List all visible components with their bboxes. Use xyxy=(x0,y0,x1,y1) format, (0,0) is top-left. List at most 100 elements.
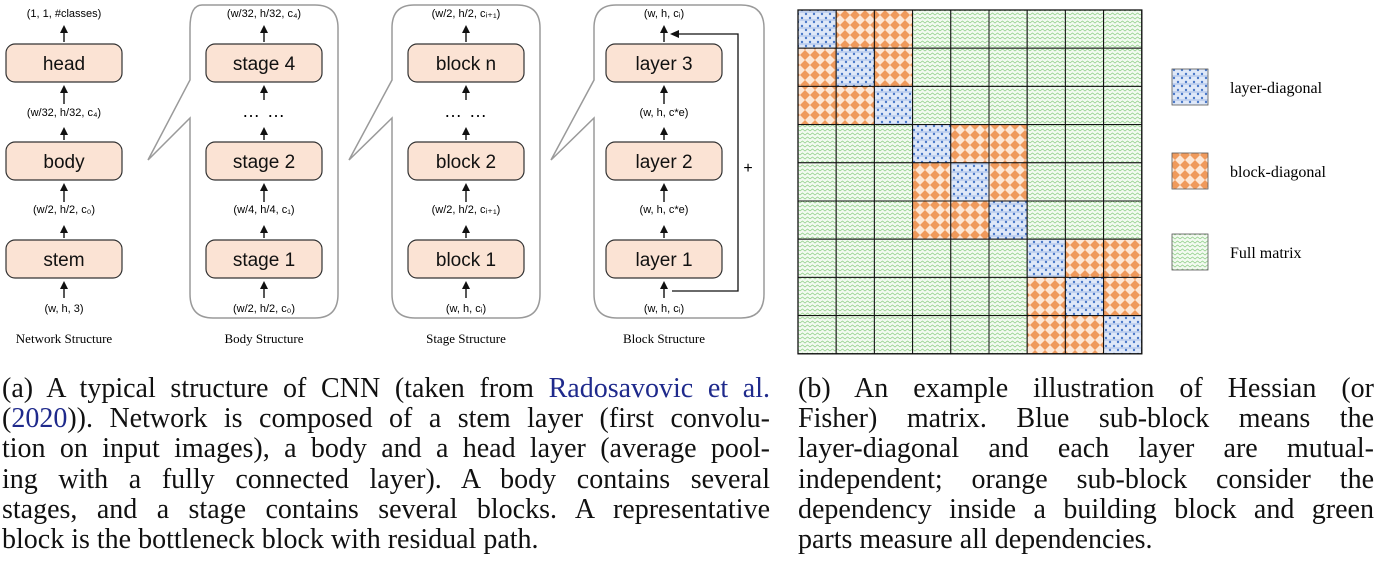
matrix-cell-full xyxy=(835,276,875,317)
matrix-cell-full xyxy=(873,200,914,240)
intermediate-dims: (w/2, h/2, c₀) xyxy=(33,204,95,216)
matrix-cell-full xyxy=(835,315,875,355)
residual-path: + xyxy=(670,30,753,292)
block-layer-1: layer 1 xyxy=(605,239,723,279)
column-title: Stage Structure xyxy=(426,331,506,346)
matrix-cell-layer xyxy=(1026,238,1066,278)
caption-a-line: (a) A typical structure of CNN (taken fr… xyxy=(2,373,770,404)
matrix-cell-full xyxy=(912,276,952,317)
block-label: stem xyxy=(43,250,84,271)
residual-arrowhead xyxy=(670,30,679,38)
callout-block xyxy=(550,4,765,319)
residual-line xyxy=(672,33,739,292)
matrix-cell-full xyxy=(797,238,837,278)
block-block-2: block 2 xyxy=(407,141,525,181)
matrix-cell-full xyxy=(873,238,914,278)
matrix-cell-block xyxy=(1103,276,1143,317)
matrix-cell-block xyxy=(950,200,990,240)
matrix-cell-block xyxy=(988,124,1028,164)
matrix-cell-full xyxy=(797,315,837,355)
block-box xyxy=(407,239,525,279)
matrix-cell-block xyxy=(1026,276,1066,317)
matrix-cell-block xyxy=(797,47,837,87)
matrix-cell-full xyxy=(1064,200,1105,240)
block-stage-1: stage 1 xyxy=(205,239,323,279)
matrix-cell-block xyxy=(1064,315,1105,355)
matrix-cell-full xyxy=(1064,162,1105,202)
matrix-cell-full xyxy=(988,85,1028,126)
matrix-border xyxy=(797,9,1143,355)
matrix-cell-full xyxy=(1103,85,1143,126)
column-block: layer 1 layer 2 layer 3 (w, h, cᵢ) (w, h, c*… xyxy=(605,8,723,346)
caption-text: )). Network is composed of a stem layer … xyxy=(67,403,770,435)
matrix-cell-block xyxy=(950,124,990,164)
legend-swatch-full xyxy=(1171,233,1209,271)
matrix-cell-full xyxy=(988,238,1028,278)
matrix-cell-full xyxy=(873,124,914,164)
block-layer-2: layer 2 xyxy=(605,141,723,181)
block-label: stage 1 xyxy=(233,250,295,271)
matrix-cell-full xyxy=(912,85,952,126)
citation-link[interactable]: Radosavovic et al. xyxy=(548,373,770,404)
block-label: block 1 xyxy=(436,250,496,271)
citation-year-link[interactable]: 2020 xyxy=(11,403,68,435)
intermediate-dims: (w/2, h/2, cᵢ₊₁) xyxy=(432,204,501,216)
ellipsis: … … xyxy=(444,101,488,121)
legend-item-block: block-diagonal xyxy=(1171,152,1327,190)
matrix-cell-full xyxy=(1103,9,1143,49)
matrix-cell-full xyxy=(912,9,952,49)
column-title: Body Structure xyxy=(224,331,303,346)
legend-label: block-diagonal xyxy=(1230,164,1327,181)
matrix-cell-full xyxy=(873,162,914,202)
block-box xyxy=(605,141,723,181)
matrix-cell-layer xyxy=(835,47,875,87)
block-label: layer 2 xyxy=(635,152,692,173)
matrix-cell-layer xyxy=(988,200,1028,240)
matrix-cell-block xyxy=(1026,315,1066,355)
matrix-cell-full xyxy=(950,47,990,87)
matrix-cell-full xyxy=(873,315,914,355)
matrix-cell-block xyxy=(873,9,914,49)
matrix-cell-full xyxy=(797,162,837,202)
caption-a-line: ing with a fully connected layer). A bod… xyxy=(2,463,770,495)
matrix-cell-block xyxy=(797,85,837,126)
matrix-cell-full xyxy=(835,162,875,202)
matrix-cell-full xyxy=(912,315,952,355)
legend-swatch-block xyxy=(1171,152,1209,190)
callout-body xyxy=(147,4,339,319)
matrix-cell-full xyxy=(797,200,837,240)
block-label: layer 3 xyxy=(635,54,692,75)
block-box xyxy=(205,43,323,83)
column-title: Block Structure xyxy=(623,331,705,346)
block-label: block 2 xyxy=(436,152,496,173)
input-dims: (w, h, cᵢ) xyxy=(446,303,486,315)
intermediate-dims: (w, h, c*e) xyxy=(640,204,689,216)
matrix-cell-block xyxy=(912,200,952,240)
caption-a: (a) A typical structure of CNN (taken fr… xyxy=(2,373,770,555)
block-label: stage 4 xyxy=(233,54,296,75)
block-box xyxy=(407,141,525,181)
block-layer-3: layer 3 xyxy=(605,43,723,83)
input-dims: (w/2, h/2, c₀) xyxy=(233,303,295,315)
matrix-cell-full xyxy=(1026,47,1066,87)
matrix-cell-full xyxy=(912,47,952,87)
matrix-cell-full xyxy=(1026,9,1066,49)
matrix-cell-full xyxy=(1026,200,1066,240)
matrix-cell-full xyxy=(1103,124,1143,164)
legend-item-layer: layer-diagonal xyxy=(1171,68,1323,106)
matrix-cell-full xyxy=(1064,47,1105,87)
block-body: body xyxy=(5,141,123,181)
matrix-cell-full xyxy=(835,200,875,240)
block-stage-2: stage 2 xyxy=(205,141,323,181)
matrix-cell-full xyxy=(797,124,837,164)
output-dims: (w, h, cᵢ) xyxy=(644,8,684,20)
block-box xyxy=(205,239,323,279)
block-box xyxy=(5,239,123,279)
column-title: Network Structure xyxy=(16,331,113,346)
block-box xyxy=(605,43,723,83)
